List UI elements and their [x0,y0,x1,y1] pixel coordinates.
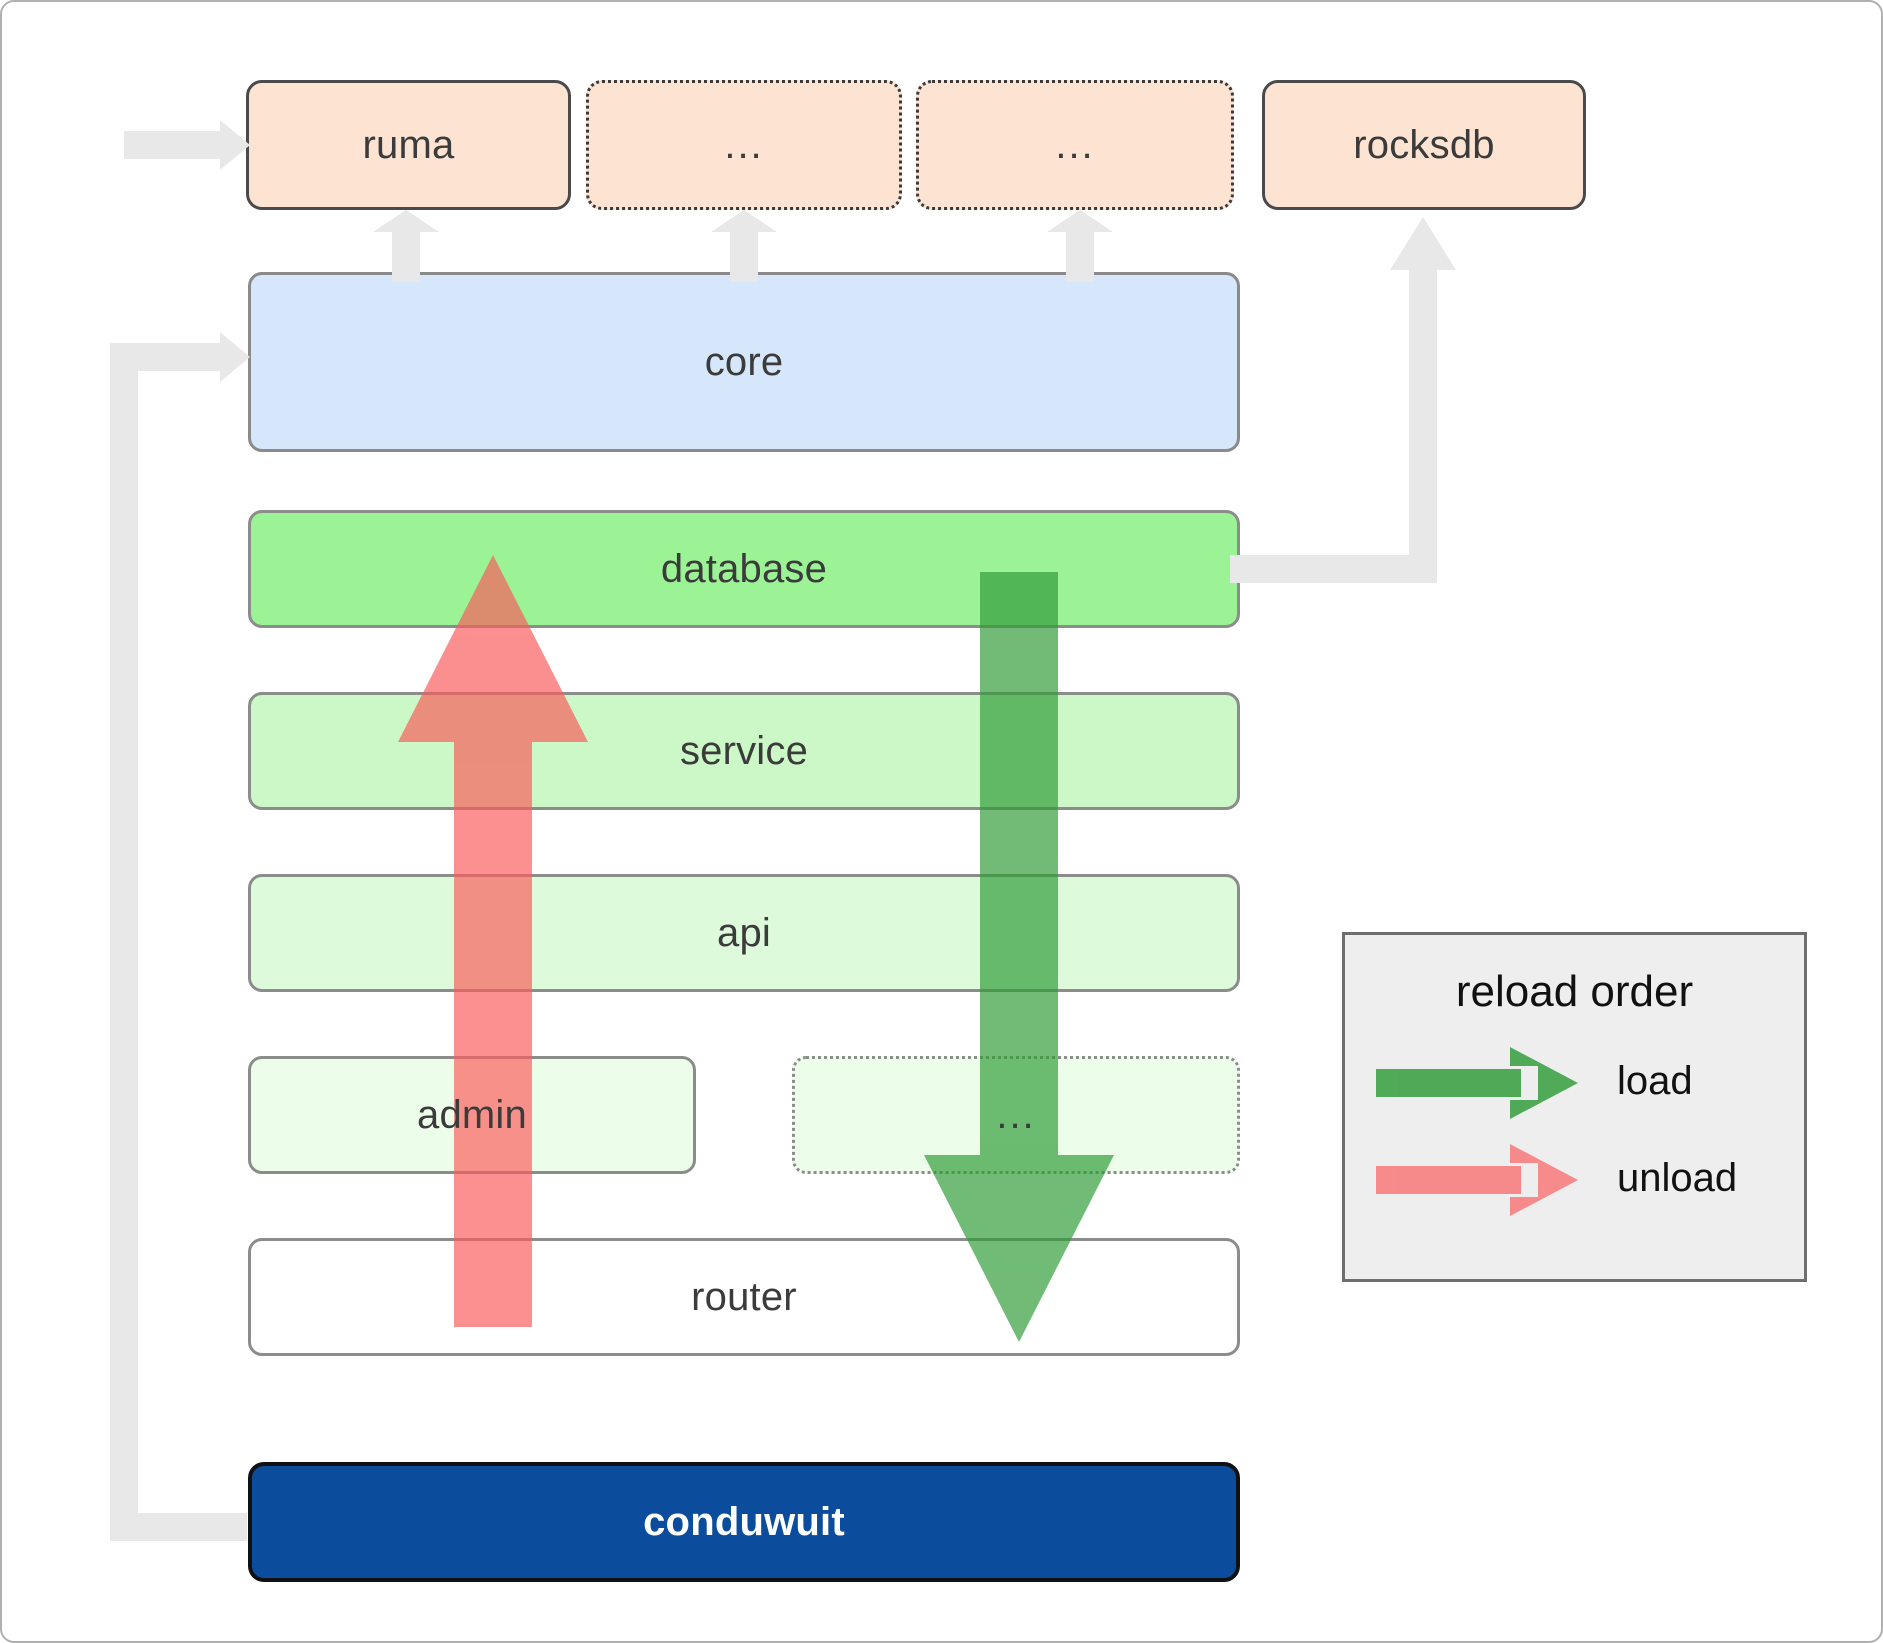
connector-arrowhead-rocksdb [1390,217,1456,270]
legend-unload-label: unload [1617,1156,1738,1200]
root-crate-conduwuit[interactable]: conduwuit [248,1462,1240,1582]
connector-core-to-crates [373,210,1113,282]
legend-load-label: load [1617,1059,1693,1103]
connector-arrowhead-core [220,332,250,382]
connector-arrowhead-ruma [220,120,250,170]
unload-arrow [398,555,588,1327]
connector-database-to-rocksdb [1230,267,1437,583]
legend-unload-arrow [1376,1144,1578,1216]
legend-load-arrow [1376,1047,1578,1119]
legend-panel: reload order load unload [1342,932,1807,1282]
root-crate-label: conduwuit [643,1499,845,1544]
load-arrow [924,572,1114,1342]
legend-title: reload order [1455,967,1694,1016]
layer-router[interactable]: router [248,1238,1240,1356]
legend-arrows [1376,1047,1578,1216]
connector-conduwuit-to-core [110,343,247,1541]
